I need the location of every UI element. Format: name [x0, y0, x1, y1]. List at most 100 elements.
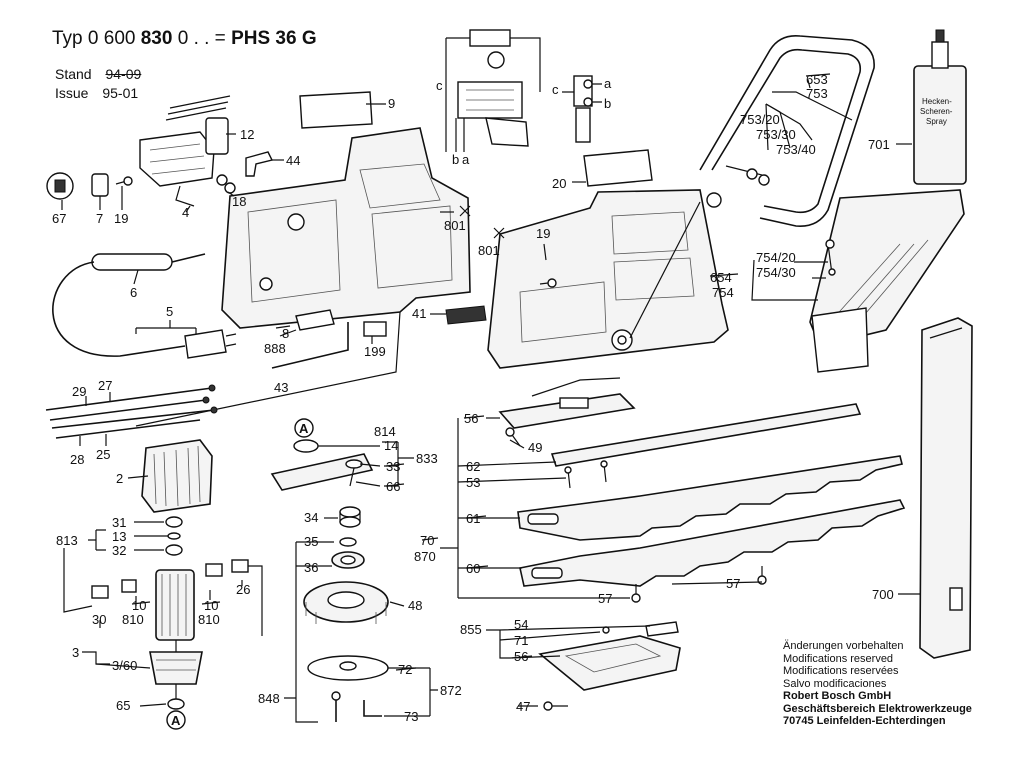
pad-41: [445, 305, 487, 325]
washer-13: [167, 532, 181, 540]
callout-754: 754: [712, 285, 734, 300]
callout-67: 67: [52, 211, 66, 226]
callout-41: 41: [412, 306, 426, 321]
ball-bearing-65: [167, 698, 185, 710]
callout-9: 9: [388, 96, 395, 111]
callout-872: 872: [440, 683, 462, 698]
company-name: Robert Bosch GmbH: [783, 690, 892, 702]
callout-848: 848: [258, 691, 280, 706]
housing-left: [221, 91, 471, 329]
screw-53: [564, 460, 608, 489]
stand-value: 94-09: [105, 66, 142, 82]
callout-62: 62: [466, 459, 480, 474]
marker-a-top-label: A: [299, 421, 309, 436]
typ-suffix: 0 . . =: [177, 28, 226, 49]
callout-700: 700: [872, 587, 894, 602]
callout-754-30: 754/30: [756, 265, 796, 280]
callout-801-a: 801: [444, 218, 466, 233]
callout-2: 2: [116, 471, 123, 486]
bearing-32: [165, 544, 183, 556]
callout-33: 33: [386, 459, 400, 474]
cap-67: [46, 172, 74, 200]
callout-701: 701: [868, 137, 890, 152]
callout-71: 71: [514, 633, 528, 648]
notes-block: Änderungen vorbehalten Modifications res…: [783, 640, 972, 728]
screw-18: [216, 174, 236, 194]
wire-label-b-main: b: [452, 152, 459, 167]
power-cord: [52, 253, 237, 359]
callout-25: 25: [96, 447, 110, 462]
callout-56-b: 56: [514, 649, 528, 664]
front-handle: [629, 34, 875, 339]
callout-34: 34: [304, 510, 318, 525]
callout-753: 753: [806, 86, 828, 101]
callout-18: 18: [232, 194, 246, 209]
callout-12: 12: [240, 127, 254, 142]
spray-label-1: Hecken-: [922, 97, 952, 106]
note-line-en: Modifications reserved: [783, 652, 894, 665]
callout-47: 47: [516, 699, 530, 714]
callout-60: 60: [466, 561, 480, 576]
callout-654: 654: [710, 270, 732, 285]
stator: [141, 439, 213, 513]
callout-10-b: 10: [204, 598, 218, 613]
screw-19a: [115, 176, 133, 186]
callout-810-b: 810: [198, 612, 220, 627]
label-888: [295, 309, 335, 331]
callout-3-60: 3/60: [112, 658, 137, 673]
bearing-36: [331, 537, 365, 569]
spray-can: Hecken- Scheren- Spray: [913, 29, 967, 185]
callout-36: 36: [304, 560, 318, 575]
callout-49: 49: [528, 440, 542, 455]
marker-a-bottom-label: A: [171, 713, 181, 728]
callout-855: 855: [460, 622, 482, 637]
callout-43: 43: [274, 380, 288, 395]
wire-label-c-small: c: [552, 82, 559, 97]
spray-label-2: Scheren-: [920, 107, 953, 116]
callout-28: 28: [70, 452, 84, 467]
top-plate-56: [498, 377, 636, 429]
callout-13: 13: [112, 529, 126, 544]
brush-holder-right: [205, 559, 263, 636]
marker-a-bottom: A: [166, 710, 186, 730]
typ-label: Typ: [52, 28, 83, 49]
callout-48: 48: [408, 598, 422, 613]
bolt-73: [331, 691, 382, 722]
callout-20: 20: [552, 176, 566, 191]
hand-guard: [809, 189, 965, 373]
callout-53: 53: [466, 475, 480, 490]
stand-line: Stand 94-09: [55, 66, 141, 82]
callout-56-a: 56: [464, 411, 478, 426]
wiring-schematic-main: c b a: [436, 29, 541, 167]
model-name: PHS 36 G: [231, 28, 317, 49]
gear-48: [303, 581, 389, 624]
hex-key-43: [271, 322, 349, 369]
diagram-title: Typ 0 600 830 0 . . = PHS 36 G: [52, 28, 317, 50]
spray-label-3: Spray: [926, 117, 947, 126]
callout-14: 14: [384, 438, 398, 453]
screw-57b: [757, 566, 767, 585]
wire-label-c-main: c: [436, 78, 443, 93]
leader-cable-to-housing: [135, 311, 401, 427]
callout-57-b: 57: [726, 576, 740, 591]
callout-8: 8: [282, 326, 289, 341]
callout-32: 32: [112, 543, 126, 558]
callout-73: 73: [404, 709, 418, 724]
callout-61: 61: [466, 511, 480, 526]
wiring-schematic-small: a b c: [552, 75, 612, 143]
stand-label: Stand: [55, 66, 92, 82]
brush-holder-left: [63, 548, 137, 613]
callout-31: 31: [112, 515, 126, 530]
callout-72: 72: [398, 662, 412, 677]
callout-66: 66: [386, 479, 400, 494]
callout-199: 199: [364, 344, 386, 359]
callout-753-30: 753/30: [756, 127, 796, 142]
callouts: 9 12 44 18 4 67 7 19 6 5 801 801 19 20 8…: [52, 72, 894, 724]
callout-653: 653: [806, 72, 828, 87]
callout-26: 26: [236, 582, 250, 597]
callout-813: 813: [56, 533, 78, 548]
callout-29: 29: [72, 384, 86, 399]
lower-blade-60: [519, 499, 906, 587]
issue-value: 95-01: [102, 85, 139, 101]
